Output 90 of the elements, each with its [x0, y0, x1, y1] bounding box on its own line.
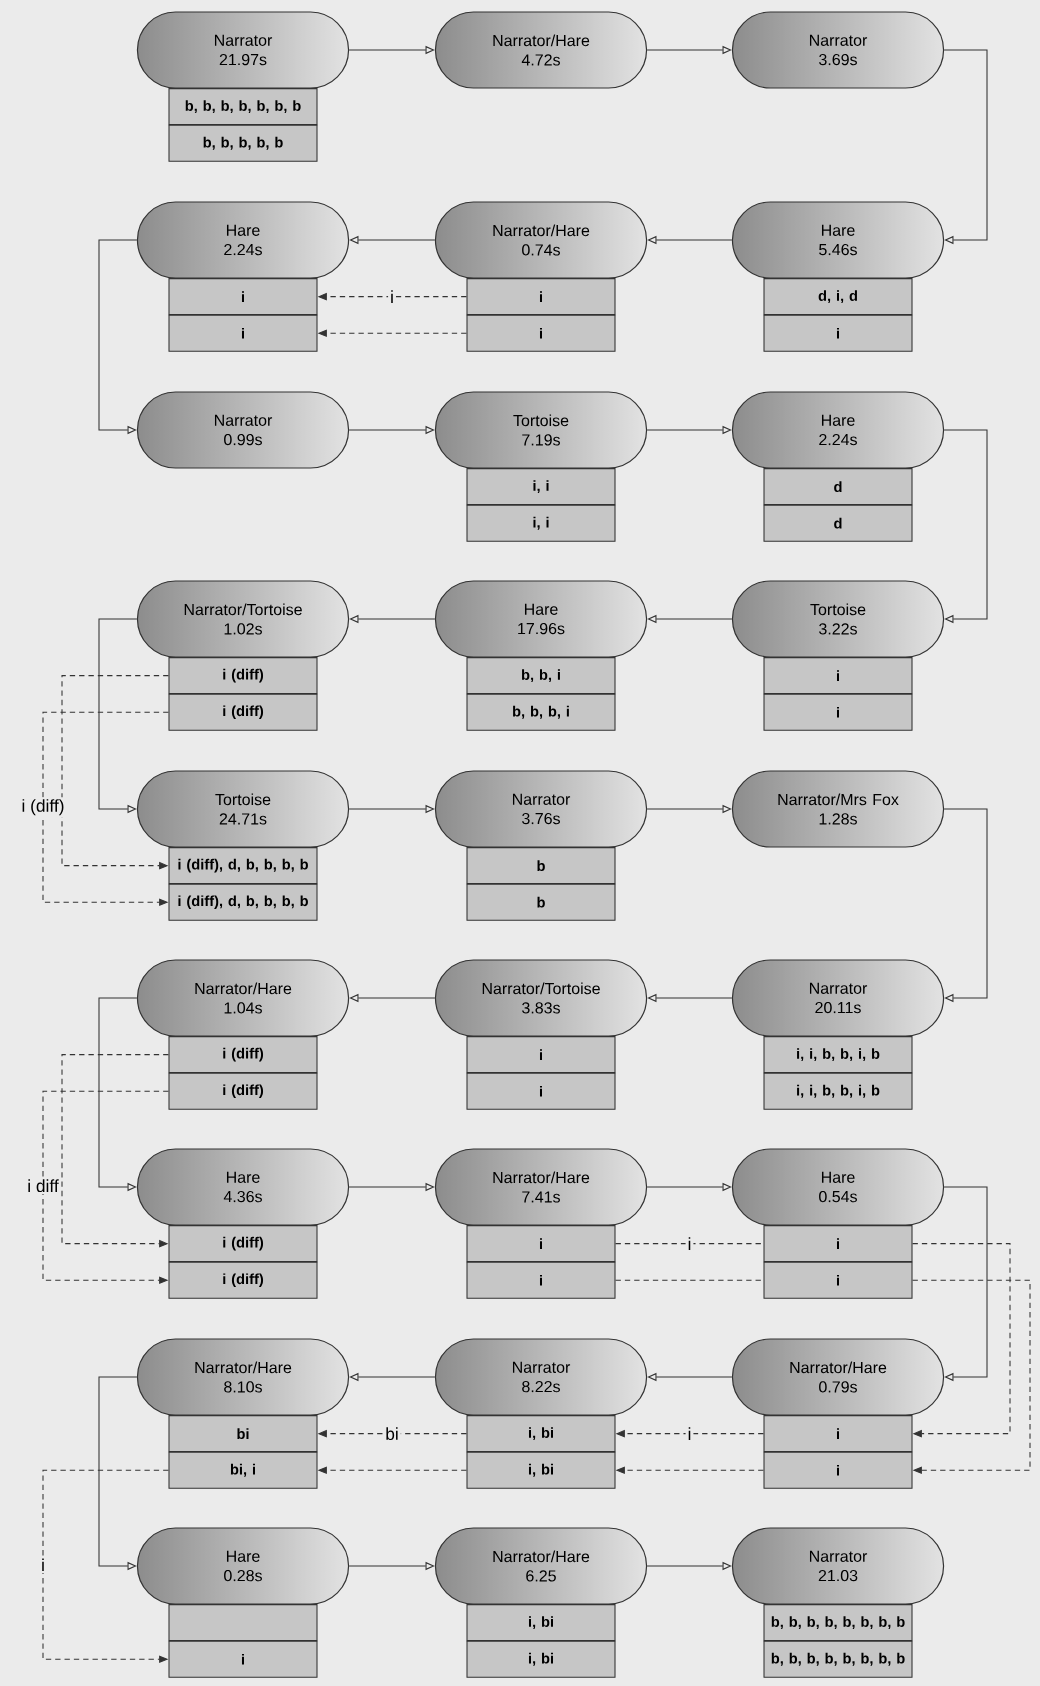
- speech-pill: Hare 0.28s: [136, 1527, 350, 1605]
- tag-cell: i (diff): [168, 693, 318, 731]
- tag-cell: i: [763, 1415, 913, 1453]
- edge-label: i: [685, 1425, 694, 1442]
- speech-pill: Narrator/Hare 8.10s: [136, 1338, 350, 1416]
- tag-cell: bi: [168, 1415, 318, 1453]
- speech-pill: Hare 5.46s: [731, 201, 945, 279]
- speech-pill: Hare 4.36s: [136, 1148, 350, 1226]
- tag-cell: i: [466, 314, 616, 352]
- edge-label: i diff: [25, 1177, 61, 1195]
- edge-label: i (diff): [19, 797, 67, 818]
- dashed-line: [615, 1279, 764, 1281]
- tag-cell: i, bi: [466, 1451, 616, 1489]
- tag-cell: i: [763, 693, 913, 731]
- tag-cell: i: [466, 1261, 616, 1299]
- speech-pill: Narrator 8.22s: [434, 1338, 648, 1416]
- tag-cell: b, b, b, b, b: [168, 124, 318, 162]
- tag-cell: i (diff), d, b, b, b, b: [168, 883, 318, 921]
- edge-label: i: [39, 1556, 47, 1573]
- tag-cell: i, bi: [466, 1415, 616, 1453]
- tag-cell: bi, i: [168, 1451, 318, 1489]
- dashed-line: [615, 1243, 764, 1245]
- flow-arrow: [943, 1186, 988, 1382]
- tag-cell: i: [168, 1640, 318, 1678]
- speech-pill: Narrator/Hare 0.79s: [731, 1338, 945, 1416]
- edge-label: i: [685, 1235, 694, 1252]
- speech-pill: Narrator/Tortoise 3.83s: [434, 959, 648, 1037]
- edge-label: i: [388, 288, 396, 305]
- tag-cell: i, i, b, b, i, b: [763, 1036, 913, 1074]
- speech-pill: Narrator 0.99s: [136, 391, 350, 469]
- dashed-arrow: [61, 675, 169, 870]
- speech-pill: Hare 17.96s: [434, 580, 648, 658]
- tag-cell: d: [763, 468, 913, 506]
- tag-cell: i, bi: [466, 1640, 616, 1678]
- speech-pill: Narrator 3.69s: [731, 11, 945, 89]
- tag-cell: i: [466, 1036, 616, 1074]
- tag-cell: i, i: [466, 468, 616, 506]
- edge-label: bi: [383, 1425, 401, 1442]
- tag-cell: b, b, b, b, b, b, b, b: [763, 1604, 913, 1642]
- tag-cell: i, i, b, b, i, b: [763, 1072, 913, 1110]
- tag-cell: i: [466, 1225, 616, 1263]
- speech-pill: Hare 2.24s: [136, 201, 350, 279]
- flow-arrow: [943, 429, 988, 624]
- empty-cell: [168, 1604, 318, 1642]
- speech-pill: Tortoise 3.22s: [731, 580, 945, 658]
- speech-pill: Narrator/Hare 6.25: [434, 1527, 648, 1605]
- speech-pill: Narrator 21.97s: [136, 11, 350, 89]
- speech-pill: Narrator/Hare 7.41s: [434, 1148, 648, 1226]
- dashed-arrow: [912, 1243, 1011, 1438]
- tag-cell: i: [168, 314, 318, 352]
- tag-cell: i: [466, 1072, 616, 1110]
- tag-cell: i: [763, 1225, 913, 1263]
- tag-cell: i, bi: [466, 1604, 616, 1642]
- speech-pill: Narrator/Tortoise 1.02s: [136, 580, 350, 658]
- speech-pill: Narrator/Mrs Fox 1.28s: [731, 770, 945, 848]
- tag-cell: i (diff): [168, 1072, 318, 1110]
- speech-pill: Narrator/Hare 1.04s: [136, 959, 350, 1037]
- speech-pill: Narrator/Hare 4.72s: [434, 11, 648, 89]
- tag-cell: i: [763, 657, 913, 695]
- speech-pill: Narrator 3.76s: [434, 770, 648, 848]
- tag-cell: d, i, d: [763, 278, 913, 316]
- tag-cell: i (diff): [168, 657, 318, 695]
- speech-pill: Narrator 21.03: [731, 1527, 945, 1605]
- flow-arrow: [943, 49, 988, 245]
- dashed-arrow: [61, 1054, 169, 1248]
- tag-cell: b, b, b, b, b, b, b: [168, 88, 318, 126]
- speech-pill: Narrator 20.11s: [731, 959, 945, 1037]
- tag-cell: i: [763, 1451, 913, 1489]
- tag-cell: b, b, b, i: [466, 693, 616, 731]
- tag-cell: b: [466, 847, 616, 885]
- speech-pill: Tortoise 7.19s: [434, 391, 648, 469]
- speech-pill: Hare 2.24s: [731, 391, 945, 469]
- tag-cell: b: [466, 883, 616, 921]
- tag-cell: b, b, b, b, b, b, b, b: [763, 1640, 913, 1678]
- tag-cell: d: [763, 504, 913, 542]
- dashed-arrow: [912, 1279, 1031, 1475]
- tag-cell: i (diff): [168, 1036, 318, 1074]
- speech-pill: Tortoise 24.71s: [136, 770, 350, 848]
- speech-pill: Hare 0.54s: [731, 1148, 945, 1226]
- tag-cell: i (diff): [168, 1261, 318, 1299]
- tag-cell: i: [168, 278, 318, 316]
- tag-cell: b, b, i: [466, 657, 616, 695]
- tag-cell: i (diff), d, b, b, b, b: [168, 847, 318, 885]
- speech-pill: Narrator/Hare 0.74s: [434, 201, 648, 279]
- tag-cell: i: [466, 278, 616, 316]
- flow-arrow: [943, 808, 988, 1003]
- tag-cell: i: [763, 314, 913, 352]
- tag-cell: i: [763, 1261, 913, 1299]
- tag-cell: i, i: [466, 504, 616, 542]
- tag-cell: i (diff): [168, 1225, 318, 1263]
